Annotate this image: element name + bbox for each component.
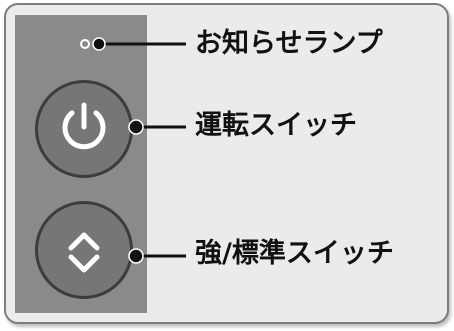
power-switch-button[interactable]: [35, 80, 133, 178]
power-switch-label: 運転スイッチ: [195, 110, 357, 141]
indicator-lamp-icon: [80, 39, 90, 49]
mode-switch-label: 強/標準スイッチ: [195, 238, 394, 269]
up-down-chevron-icon: [68, 232, 100, 273]
indicator-lamp-label: お知らせランプ: [195, 28, 383, 59]
mode-switch-button[interactable]: [35, 201, 133, 299]
power-icon: [62, 102, 106, 150]
